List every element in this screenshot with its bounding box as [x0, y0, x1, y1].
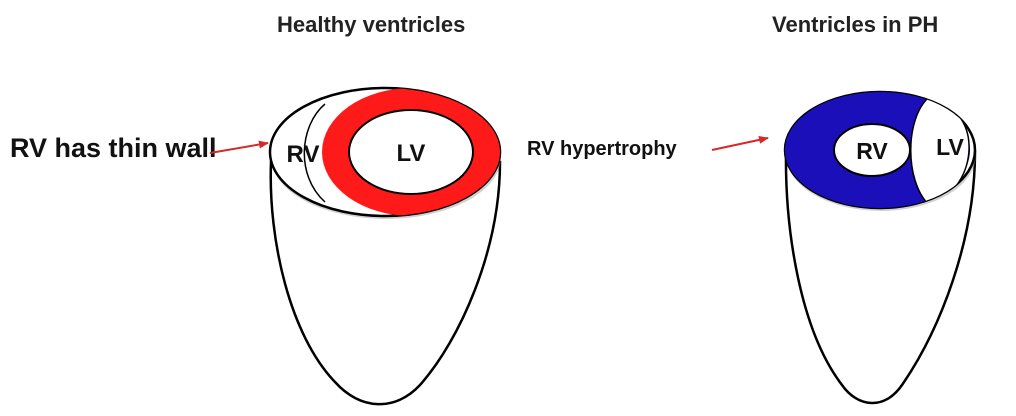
ph-lv-label: LV [936, 134, 964, 160]
healthy-lv-label: LV [397, 140, 426, 167]
thin-wall-arrow [210, 143, 268, 153]
hypertrophy-arrow [712, 138, 768, 150]
ph-heart: RV LV [774, 88, 976, 403]
healthy-rv-label: RV [287, 141, 320, 168]
ph-rv-label: RV [856, 138, 888, 164]
healthy-heart: RV LV [270, 88, 502, 404]
